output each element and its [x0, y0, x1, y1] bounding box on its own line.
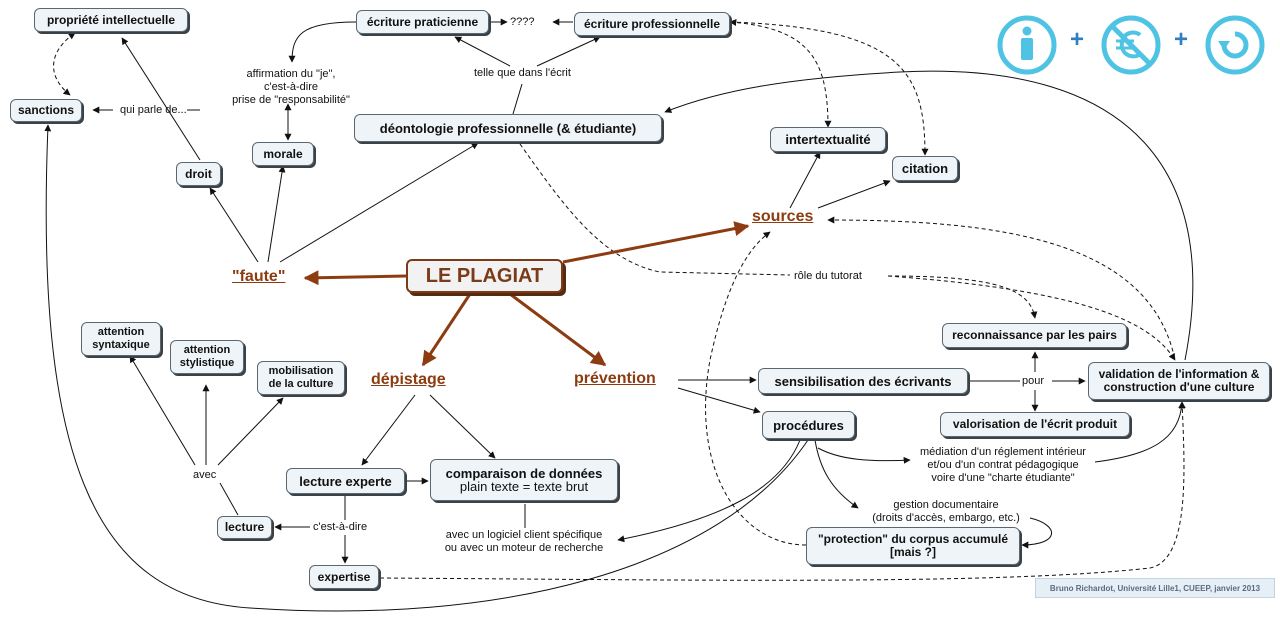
node-le-plagiat: LE PLAGIAT [406, 259, 563, 293]
node-mobilisation-line1: mobilisation [268, 365, 334, 377]
node-droit: droit [176, 162, 221, 186]
node-comparaison-line2: plain texte = texte brut [459, 479, 589, 494]
label-affirmation-line3: prise de "responsabilité" [232, 94, 350, 106]
label-qui-parle-de: qui parle de... [120, 104, 187, 116]
node-procedures: procédures [762, 411, 855, 439]
label-affirmation-line1: affirmation du "je", [246, 68, 336, 80]
node-validation-line2: construction d'une culture [1103, 380, 1255, 394]
node-attention-syntaxique-line1: attention [97, 326, 145, 338]
node-expertise: expertise [309, 565, 379, 589]
label-telle-que: telle que dans l'écrit [474, 67, 571, 79]
label-cest-a-dire: c'est-à-dire [313, 521, 368, 533]
node-depistage: dépistage [371, 371, 446, 388]
node-propriete-intellectuelle: propriété intellectuelle [34, 8, 188, 32]
label-mediation-line1: médiation d'un réglement intérieur [920, 446, 1086, 458]
node-sanctions: sanctions [10, 99, 82, 122]
node-mobilisation-culture: mobilisation de la culture [257, 361, 345, 395]
plus-sign: + [1174, 26, 1189, 53]
node-mobilisation-line2: de la culture [268, 378, 334, 390]
node-citation: citation [892, 156, 958, 181]
node-sensibilisation: sensibilisation des écrivants [758, 368, 968, 394]
share-alike-icon [1205, 15, 1265, 75]
node-ecriture-praticienne: écriture praticienne [356, 10, 489, 34]
author-credit: Bruno Richardot, Université Lille1, CUEE… [1035, 578, 1275, 598]
label-avec: avec [193, 469, 217, 481]
node-protection-line2: [mais ?] [889, 545, 936, 559]
label-question-marks: ???? [510, 16, 535, 28]
label-mediation-line3: voire d'une "charte étudiante" [931, 472, 1075, 484]
label-gestion-line1: gestion documentaire [893, 499, 999, 511]
node-prevention: prévention [574, 370, 656, 387]
node-faute: "faute" [232, 268, 286, 285]
label-logiciel: avec un logiciel client spécifique ou av… [436, 529, 612, 555]
node-protection-line1: "protection" du corpus accumulé [817, 532, 1009, 546]
node-attention-stylistique: attention stylistique [170, 340, 244, 374]
label-affirmation: affirmation du "je", c'est-à-dire prise … [226, 68, 356, 107]
label-logiciel-line1: avec un logiciel client spécifique [445, 529, 603, 541]
label-gestion-line2: (droits d'accès, embargo, etc.) [872, 512, 1020, 524]
node-ecriture-professionnelle: écriture professionnelle [574, 12, 730, 36]
node-deontologie: déontologie professionnelle (& étudiante… [354, 114, 662, 142]
node-valorisation: valorisation de l'écrit produit [940, 412, 1130, 437]
node-lecture-experte: lecture experte [286, 468, 405, 494]
attribution-icon [997, 15, 1057, 75]
node-attention-syntaxique: attention syntaxique [81, 322, 161, 356]
label-gestion-documentaire: gestion documentaire (droits d'accès, em… [860, 499, 1032, 525]
node-attention-stylistique-line1: attention [183, 344, 231, 356]
node-sources: sources [752, 208, 814, 225]
node-comparaison-donnees: comparaison de données plain texte = tex… [430, 459, 618, 501]
label-mediation: médiation d'un réglement intérieur et/ou… [910, 446, 1096, 485]
label-affirmation-line2: c'est-à-dire [263, 81, 319, 93]
plus-sign: + [1070, 26, 1085, 53]
node-validation-information: validation de l'information & constructi… [1088, 362, 1270, 400]
node-validation-line1: validation de l'information & [1098, 367, 1260, 381]
node-comparaison-line1: comparaison de données [445, 466, 603, 481]
label-mediation-line2: et/ou d'un contrat pédagogique [927, 459, 1079, 471]
node-attention-stylistique-line2: stylistique [179, 357, 235, 369]
node-protection-corpus: "protection" du corpus accumulé [mais ?] [806, 527, 1020, 565]
non-commercial-icon [1101, 15, 1161, 75]
node-morale: morale [252, 142, 314, 166]
node-attention-syntaxique-line2: syntaxique [92, 339, 150, 351]
node-lecture: lecture [217, 516, 272, 539]
label-pour: pour [1022, 375, 1045, 387]
label-role-tutorat: rôle du tutorat [794, 270, 862, 282]
node-reconnaissance-pairs: reconnaissance par les pairs [942, 323, 1127, 348]
label-logiciel-line2: ou avec un moteur de recherche [444, 542, 604, 554]
node-intertextualite: intertextualité [770, 127, 886, 152]
